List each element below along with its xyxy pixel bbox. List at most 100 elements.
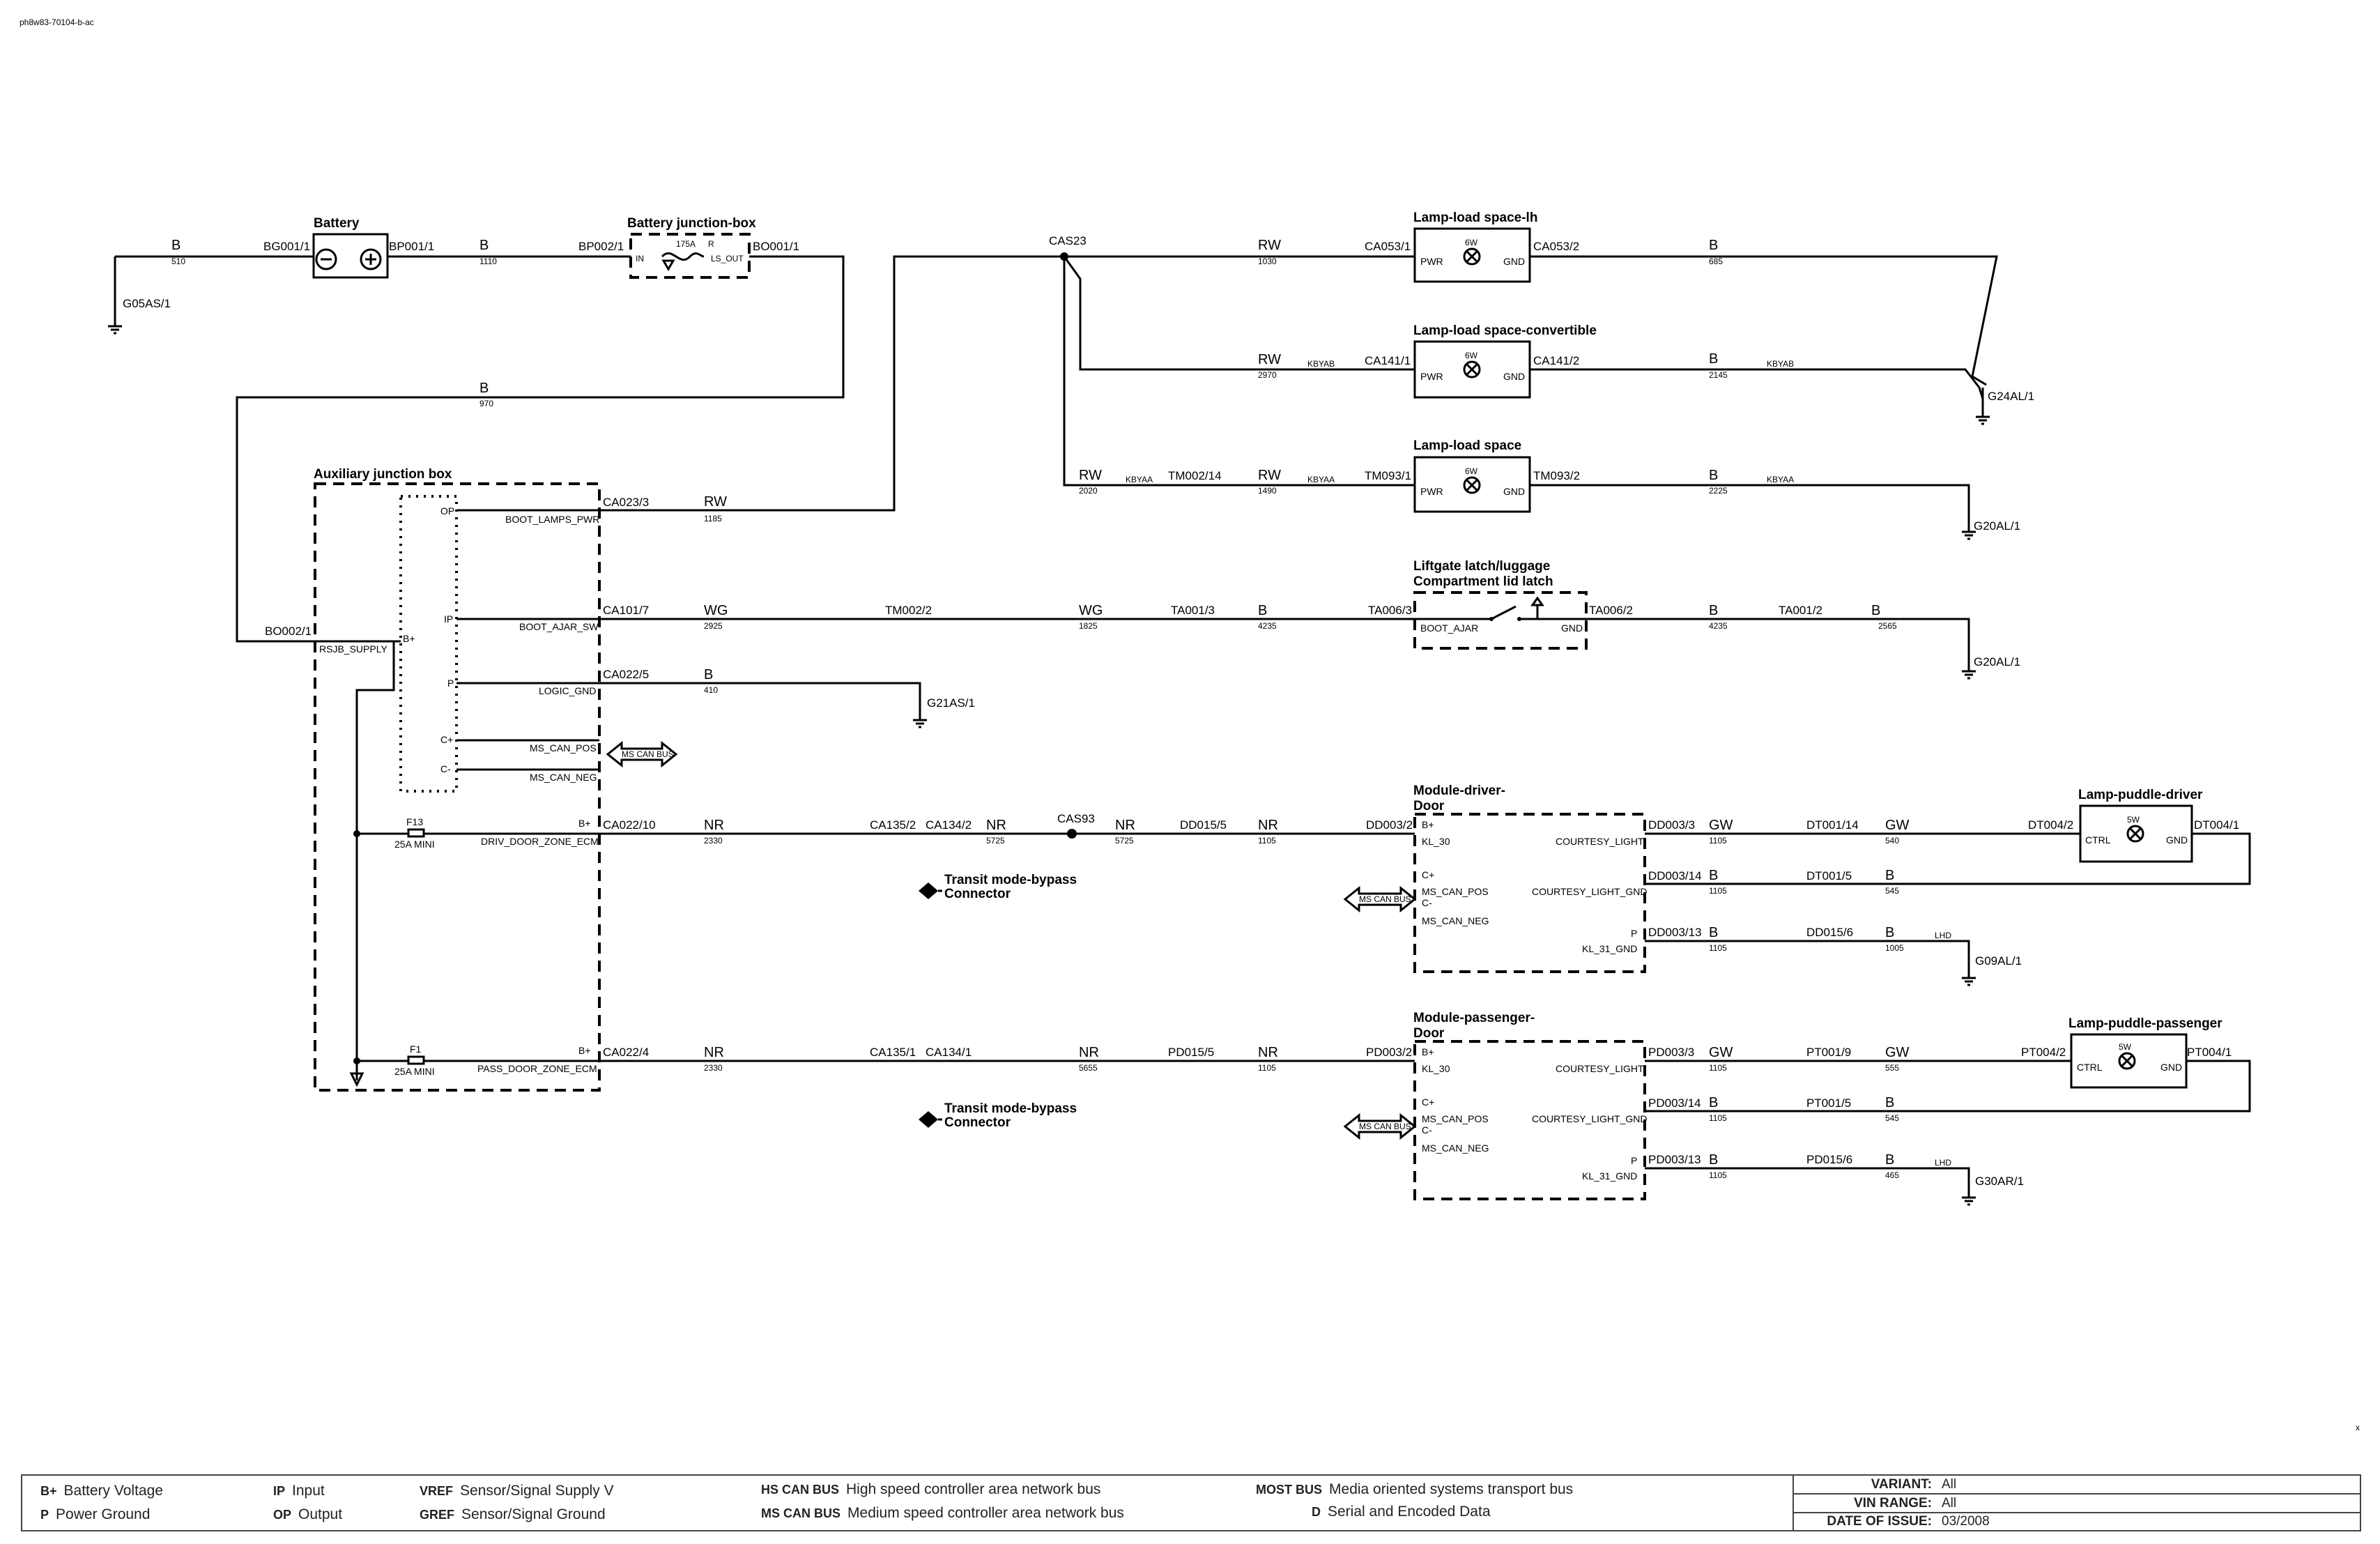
wire-color: NR [704, 818, 724, 833]
ground-symbol [1974, 403, 1991, 425]
pin-label: DRIV_DOOR_ZONE_ECM [481, 836, 599, 847]
switch-icon [1530, 596, 1544, 606]
pin-label: P [1631, 1155, 1637, 1166]
pin-label: RSJB_SUPPLY [319, 643, 387, 655]
lamp-rating: 6W [1465, 351, 1478, 360]
connector-label: BP001/1 [389, 240, 434, 253]
corner-mark: x [2356, 1423, 2360, 1432]
wire-color: NR [1115, 818, 1135, 833]
wire-number: 2330 [704, 1063, 723, 1073]
ground-label: G24AL/1 [1988, 390, 2034, 403]
wire-number: 1110 [479, 257, 497, 266]
pin-label: BOOT_LAMPS_PWR [505, 514, 599, 525]
connector-label: CA134/2 [926, 818, 972, 832]
wire-number: 510 [171, 257, 185, 266]
connector-label: PT001/9 [1806, 1046, 1851, 1059]
connector-label: DT001/5 [1806, 869, 1852, 882]
wire-number: 1105 [1258, 836, 1276, 846]
wire-number: 410 [704, 685, 718, 695]
connector-label: PD003/2 [1366, 1046, 1412, 1059]
component-title: Lamp-load space-convertible [1413, 323, 1597, 338]
connector-label: CA141/1 [1365, 354, 1411, 367]
pin-label: COURTESY_LIGHT [1556, 1063, 1644, 1074]
pin-label: MS_CAN_NEG [1422, 915, 1489, 926]
wire-number: 5725 [986, 836, 1005, 846]
component-title: Module-passenger- [1413, 1011, 1535, 1025]
wire-color: NR [1258, 1045, 1278, 1060]
pin-label: C+ [1422, 1096, 1434, 1108]
pin-label: P [447, 678, 454, 689]
wire-number: 2970 [1258, 370, 1277, 380]
component-title: Battery [314, 216, 360, 231]
pin-label: GND [2160, 1062, 2182, 1073]
pin-label: PWR [1420, 486, 1443, 497]
ground-label: G05AS/1 [123, 297, 171, 310]
connector-label: PD003/14 [1648, 1096, 1701, 1110]
pin-label: BOOT_AJAR [1420, 622, 1478, 634]
connector-label: TM002/2 [885, 604, 932, 617]
pin-label: MS_CAN_NEG [1422, 1142, 1489, 1154]
connector-label: DD015/5 [1180, 818, 1227, 832]
wire-number: 2020 [1079, 486, 1098, 496]
lamp-puddle-passenger-box [2070, 1033, 2188, 1089]
pin-label: COURTESY_LIGHT [1556, 836, 1644, 847]
wire-number: 540 [1885, 836, 1899, 846]
pin-label: B+ [578, 818, 591, 829]
pin-label: LS_OUT [711, 254, 744, 263]
connector-label: PT004/1 [2187, 1046, 2232, 1059]
connector-label: DD003/3 [1648, 818, 1695, 832]
bus-tag: MS CAN BUS [1359, 894, 1411, 904]
wire-color: B [479, 381, 489, 396]
connector-label: TA006/3 [1368, 604, 1412, 617]
pin-label: PWR [1420, 256, 1443, 267]
wire-color: RW [1258, 238, 1281, 253]
wire-color: RW [1079, 468, 1102, 483]
document-id: ph8w83-70104-b-ac [20, 17, 94, 27]
connector-label: DT004/2 [2028, 818, 2073, 832]
connector-label: TA001/2 [1779, 604, 1822, 617]
pin-label: BOOT_AJAR_SW [519, 621, 599, 632]
wire-tag: KBYAA [1767, 475, 1794, 484]
pin-label: B+ [403, 633, 415, 644]
wire-number: 970 [479, 399, 493, 408]
pin-label: P [1631, 928, 1637, 939]
ground-label: G30AR/1 [1975, 1175, 2024, 1188]
lamp-rating: 6W [1465, 466, 1478, 476]
connector-label: DD003/13 [1648, 926, 1702, 939]
component-title: Connector [944, 1115, 1011, 1130]
component-title: Module-driver- [1413, 784, 1505, 798]
wire-color: B [1258, 603, 1267, 618]
battery-section: G05AS/1 B 510 BG001/1 Battery BP001/1 B … [107, 216, 845, 643]
pin-label: B+ [578, 1045, 591, 1056]
liftgate-latch-box [1413, 591, 1588, 650]
component-title: Door [1413, 799, 1445, 813]
component-title: Auxiliary junction box [314, 467, 452, 482]
wire-number: 1105 [1709, 1113, 1727, 1123]
battery-box [312, 233, 389, 279]
battery-negative-icon [315, 248, 337, 270]
pin-label: PWR [1420, 371, 1443, 382]
wire-color: B [1709, 1152, 1718, 1168]
wire-number: 4235 [1258, 621, 1277, 631]
driver-door-section: CA022/10 NR 2330 CA135/2 CA134/2 NR 5725… [599, 784, 2251, 986]
pin-label: PASS_DOOR_ZONE_ECM [477, 1063, 597, 1074]
wire-number: 1105 [1709, 1063, 1727, 1073]
fusible-link-icon [661, 259, 675, 271]
splice-node [1067, 829, 1077, 839]
component-title: Door [1413, 1026, 1445, 1041]
wire-tag: KBYAA [1307, 475, 1335, 484]
wire-color: B [1885, 1152, 1894, 1168]
pin-label: GND [1503, 486, 1525, 497]
wire-tag: KBYAB [1307, 359, 1335, 369]
wire-number: 1825 [1079, 621, 1098, 631]
connector-label: PD015/5 [1168, 1046, 1214, 1059]
connector-label: TM093/2 [1533, 469, 1580, 482]
connector-label: CA022/5 [603, 668, 649, 681]
connector-label: BP002/1 [578, 240, 624, 253]
wire-color: B [1709, 1095, 1718, 1110]
fuse-label: R [708, 239, 714, 249]
